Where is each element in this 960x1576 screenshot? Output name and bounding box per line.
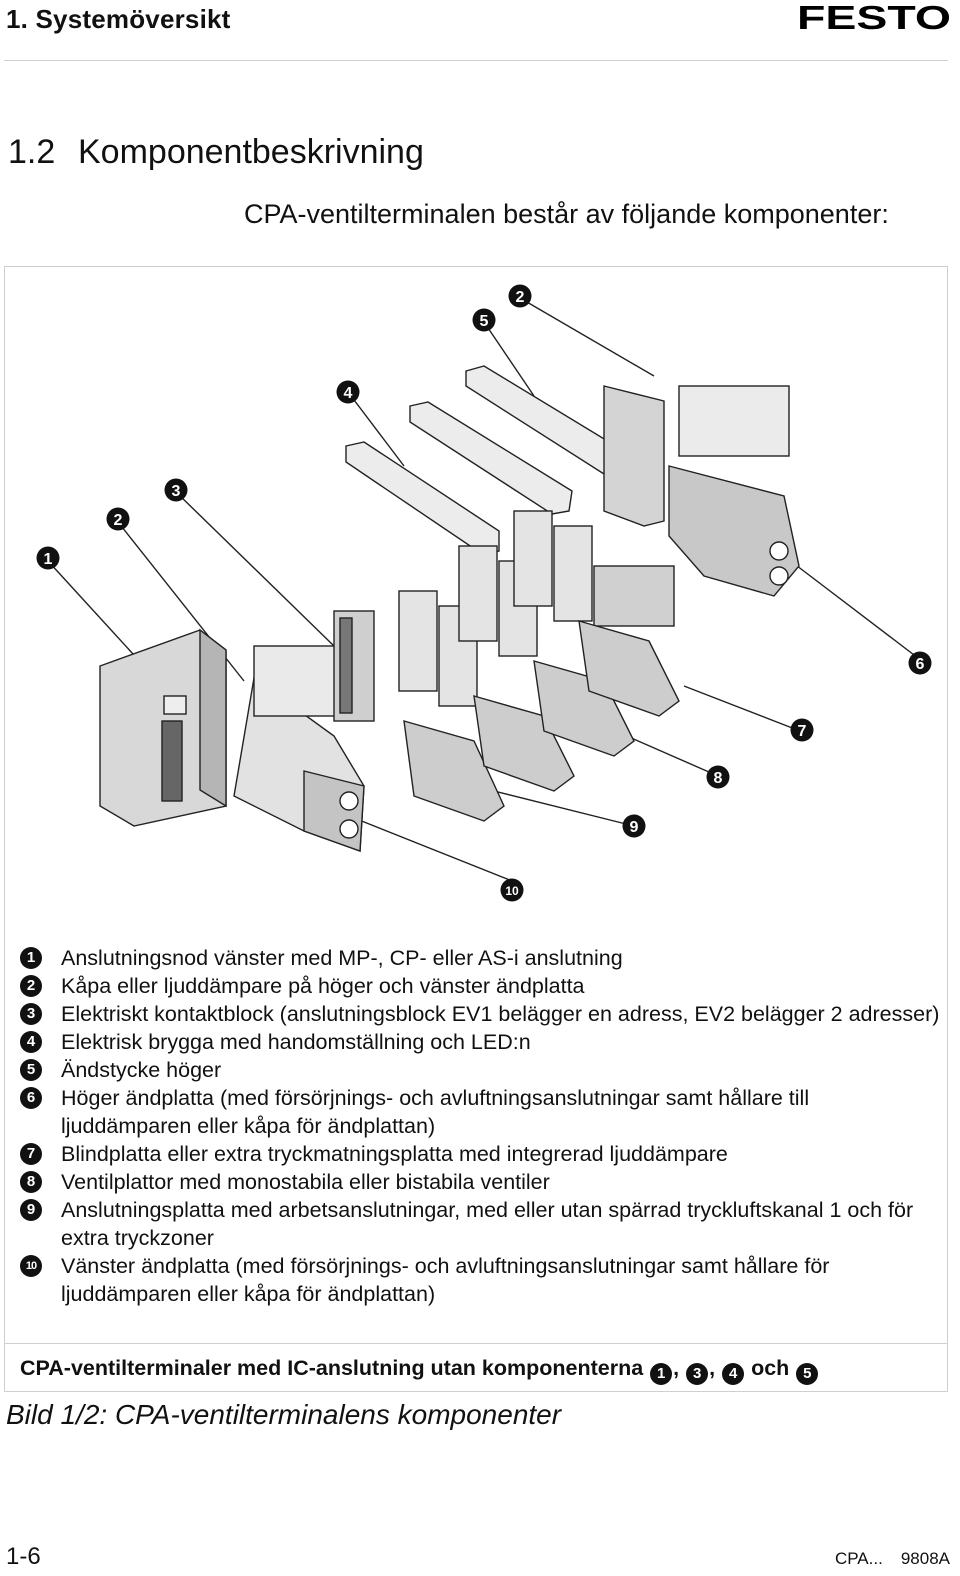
legend-item: 10 Vänster ändplatta (med försörjnings- o…: [20, 1252, 940, 1308]
svg-text:4: 4: [344, 385, 353, 402]
number-badge: 10: [20, 1255, 42, 1277]
doc-name: CPA...: [834, 1549, 883, 1568]
note-divider: [4, 1343, 948, 1344]
callout-7: 7: [790, 718, 814, 742]
legend-item: 7 Blindplatta eller extra tryckmatningspl…: [20, 1140, 940, 1168]
callout-4: 4: [336, 380, 360, 404]
note-separator: ,: [709, 1356, 716, 1380]
note-badge: 5: [796, 1363, 819, 1385]
svg-text:10: 10: [505, 884, 519, 898]
svg-text:FESTO: FESTO: [797, 2, 951, 32]
svg-text:3: 3: [172, 483, 181, 500]
svg-text:6: 6: [916, 656, 925, 673]
note-badge: 3: [686, 1363, 709, 1385]
intro-text: CPA-ventilterminalen består av följande …: [244, 199, 889, 229]
callout-3: 3: [164, 478, 188, 502]
legend-text: Ändstycke höger: [61, 1058, 222, 1082]
chapter-title: 1. Systemöversikt: [6, 4, 231, 34]
component-legend: 1 Anslutningsnod vänster med MP-, CP- ell…: [20, 944, 940, 1308]
figure-frame: [4, 266, 948, 1392]
legend-item: 1 Anslutningsnod vänster med MP-, CP- ell…: [20, 944, 940, 972]
note-text: CPA-ventilterminaler med IC-anslutning u…: [20, 1356, 644, 1380]
section-heading: 1.2 Komponentbeskrivning: [8, 133, 424, 172]
legend-text: Blindplatta eller extra tryckmatningspla…: [61, 1142, 728, 1166]
callout-2-right: 2: [508, 284, 532, 308]
number-badge: 1: [20, 947, 42, 969]
section-title: Komponentbeskrivning: [78, 133, 424, 171]
number-badge: 3: [20, 1003, 42, 1025]
legend-text: Elektriskt kontaktblock (anslutningsbloc…: [61, 1002, 940, 1026]
number-badge: 5: [20, 1059, 42, 1081]
legend-item: 5 Ändstycke höger: [20, 1056, 940, 1084]
callout-9: 9: [622, 814, 646, 838]
callout-5: 5: [472, 308, 496, 332]
legend-text: Anslutningsplatta med arbetsanslutningar…: [61, 1198, 914, 1250]
callout-6: 6: [908, 651, 932, 675]
note-badge: 4: [722, 1363, 745, 1385]
legend-text: Vänster ändplatta (med försörjnings- och…: [61, 1254, 830, 1306]
legend-text: Höger ändplatta (med försörjnings- och a…: [61, 1086, 810, 1138]
legend-item: 6 Höger ändplatta (med försörjnings- och …: [20, 1084, 940, 1140]
legend-item: 4 Elektrisk brygga med handomställning oc…: [20, 1028, 940, 1056]
svg-text:2: 2: [516, 289, 525, 306]
legend-text: Ventilplattor med monostabila eller bist…: [61, 1170, 550, 1194]
svg-text:8: 8: [714, 770, 723, 787]
svg-text:9: 9: [630, 819, 639, 836]
component-exploded-diagram: 1 2 3 4 5 2 6 7 8 9 10: [36, 284, 932, 902]
legend-item: 9 Anslutningsplatta med arbetsanslutninga…: [20, 1196, 940, 1252]
number-badge: 9: [20, 1199, 42, 1221]
document-code: CPA... 9808A: [835, 1549, 950, 1569]
number-badge: 6: [20, 1087, 42, 1109]
number-badge: 2: [20, 975, 42, 997]
svg-text:5: 5: [480, 313, 489, 330]
legend-item: 3 Elektriskt kontaktblock (anslutningsblo…: [20, 1000, 940, 1028]
number-badge: 7: [20, 1143, 42, 1165]
note-conjunction: och: [751, 1356, 790, 1380]
section-number: 1.2: [8, 133, 56, 171]
festo-logo: FESTO: [797, 2, 951, 32]
number-badge: 4: [20, 1031, 42, 1053]
doc-version: 9808A: [900, 1549, 950, 1568]
legend-text: Elektrisk brygga med handomställning och…: [61, 1030, 531, 1054]
legend-text: Anslutningsnod vänster med MP-, CP- elle…: [61, 946, 623, 970]
number-badge: 8: [20, 1171, 42, 1193]
svg-text:1: 1: [44, 551, 53, 568]
svg-text:2: 2: [114, 512, 123, 529]
legend-item: 2 Kåpa eller ljuddämpare på höger och vän…: [20, 972, 940, 1000]
note-badge: 1: [650, 1363, 673, 1385]
callout-10: 10: [500, 878, 524, 902]
figure-caption: Bild 1/2: CPA-ventilterminalens komponen…: [6, 1399, 562, 1430]
callout-1: 1: [36, 546, 60, 570]
callout-2-left: 2: [106, 507, 130, 531]
header-divider: [4, 60, 948, 61]
callout-8: 8: [706, 765, 730, 789]
page-number: 1-6: [6, 1543, 41, 1570]
legend-text: Kåpa eller ljuddämpare på höger och väns…: [61, 974, 585, 998]
svg-text:7: 7: [798, 723, 807, 740]
note-separator: ,: [673, 1356, 680, 1380]
legend-item: 8 Ventilplattor med monostabila eller bis…: [20, 1168, 940, 1196]
ic-connection-note: CPA-ventilterminaler med IC-anslutning u…: [20, 1356, 819, 1385]
